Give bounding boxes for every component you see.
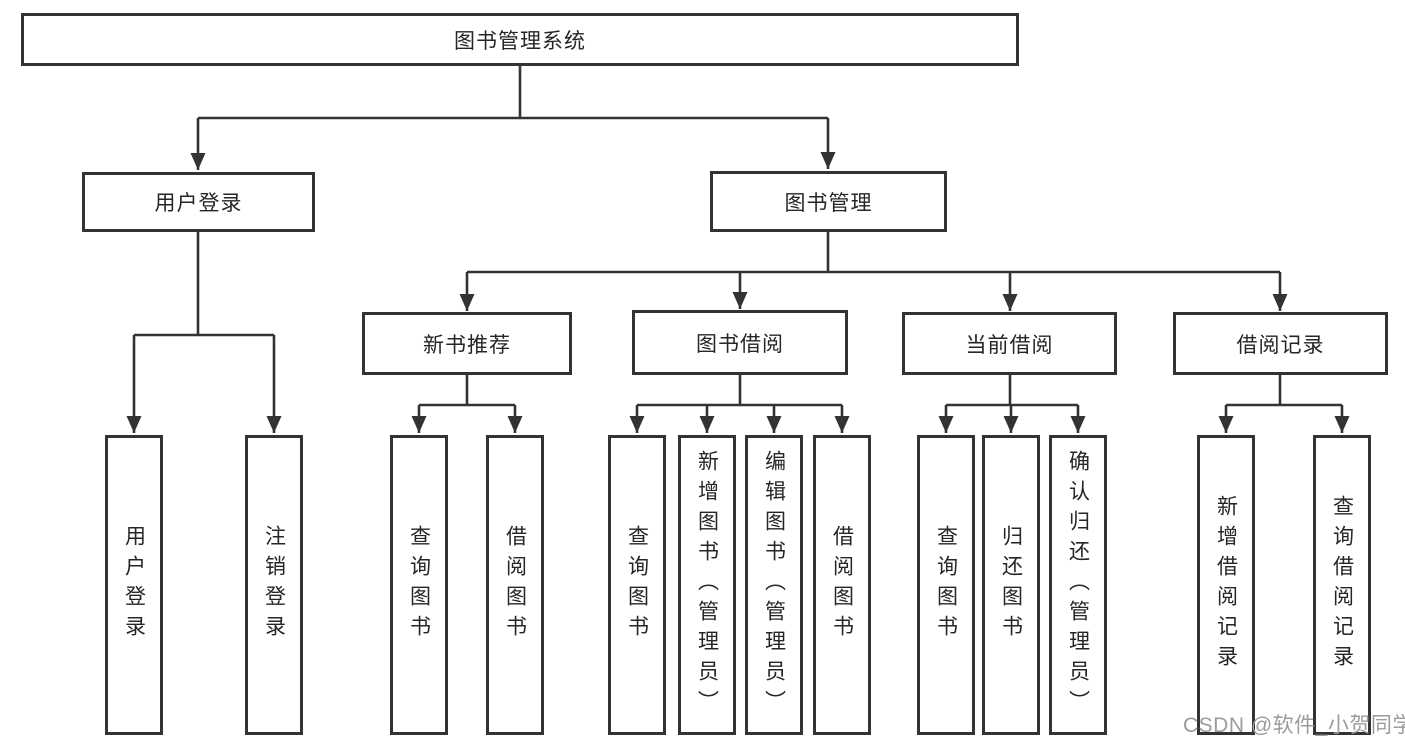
node-confirm-return-admin: 确认归还（管理员） [1049,435,1107,735]
node-query-books-current-label: 查询图书 [934,525,958,645]
node-query-books-recommend-label: 查询图书 [407,525,431,645]
node-new-book-recommend: 新书推荐 [362,312,572,375]
node-library-system-label: 图书管理系统 [454,29,586,53]
node-add-books-admin: 新增图书（管理员） [678,435,736,735]
node-add-borrow-record-label: 新增借阅记录 [1214,495,1238,675]
node-query-borrow-record: 查询借阅记录 [1313,435,1371,735]
node-user-login-label: 用户登录 [154,192,243,215]
node-query-books-recommend: 查询图书 [390,435,448,735]
node-current-borrow-label: 当前借阅 [965,333,1054,357]
watermark: CSDN @软件_小贺同学 [1183,714,1405,737]
node-logout-leaf: 注销登录 [245,435,303,735]
node-return-books: 归还图书 [982,435,1040,735]
node-new-book-recommend-label: 新书推荐 [423,333,511,357]
node-query-borrow-record-label: 查询借阅记录 [1330,495,1354,675]
node-book-borrow: 图书借阅 [632,310,848,375]
node-user-login: 用户登录 [82,172,315,232]
node-book-management-label: 图书管理 [784,191,873,215]
node-query-books-borrow-label: 查询图书 [625,525,649,645]
node-add-borrow-record: 新增借阅记录 [1197,435,1255,735]
node-borrow-books-leaf: 借阅图书 [813,435,871,735]
node-borrow-records: 借阅记录 [1173,312,1388,375]
node-borrow-books-recommend: 借阅图书 [486,435,544,735]
node-user-login-leaf: 用户登录 [105,435,163,735]
node-logout-leaf-label: 注销登录 [262,525,286,645]
node-edit-books-admin-label: 编辑图书（管理员） [762,450,786,720]
node-borrow-records-label: 借阅记录 [1236,333,1325,357]
node-confirm-return-admin-label: 确认归还（管理员） [1066,450,1090,720]
node-book-borrow-label: 图书借阅 [696,332,784,356]
node-edit-books-admin: 编辑图书（管理员） [745,435,803,735]
node-add-books-admin-label: 新增图书（管理员） [695,450,719,720]
node-borrow-books-recommend-label: 借阅图书 [503,525,527,645]
node-book-management: 图书管理 [710,171,947,232]
node-borrow-books-leaf-label: 借阅图书 [830,525,854,645]
node-library-system: 图书管理系统 [21,13,1019,66]
node-query-books-current: 查询图书 [917,435,975,735]
node-return-books-label: 归还图书 [999,525,1023,645]
node-query-books-borrow: 查询图书 [608,435,666,735]
node-user-login-leaf-label: 用户登录 [122,525,146,645]
node-current-borrow: 当前借阅 [902,312,1117,375]
